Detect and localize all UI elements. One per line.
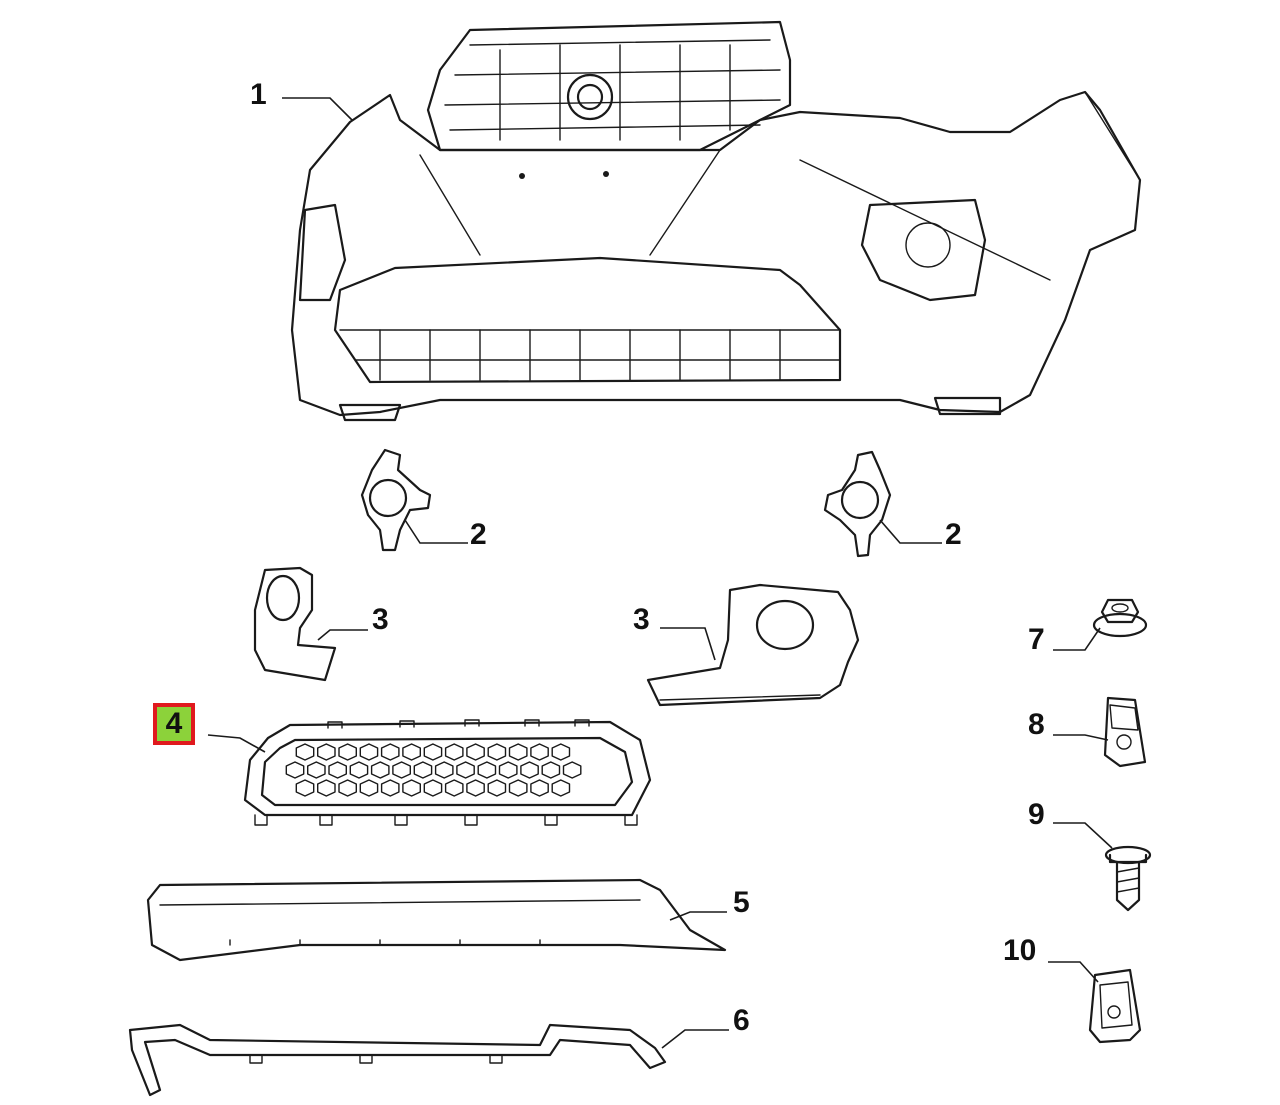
honeycomb-cell xyxy=(551,779,571,797)
callout-1: 1 xyxy=(250,78,267,111)
honeycomb-cell xyxy=(402,779,421,797)
callout-7: 7 xyxy=(1028,623,1045,656)
honeycomb-cell xyxy=(359,743,379,761)
honeycomb-cell xyxy=(541,761,561,779)
honeycomb-cell xyxy=(370,761,390,779)
honeycomb-cell xyxy=(487,779,507,797)
callout-8: 8 xyxy=(1028,708,1045,741)
honeycomb-cell xyxy=(487,743,507,761)
spring-clip[interactable] xyxy=(1088,968,1142,1044)
flange-screw[interactable] xyxy=(1104,845,1152,912)
flange-nut[interactable] xyxy=(1092,598,1148,638)
honeycomb-cell xyxy=(380,743,400,761)
callout-5: 5 xyxy=(733,886,750,919)
honeycomb-cell xyxy=(434,761,454,779)
honeycomb-cell xyxy=(338,779,357,797)
honeycomb-cell xyxy=(307,761,326,779)
front-bumper[interactable] xyxy=(290,20,1142,422)
callout-3-left: 3 xyxy=(372,603,389,636)
honeycomb-cell xyxy=(359,779,379,797)
lower-reinforcement-strip[interactable] xyxy=(128,1023,667,1097)
honeycomb-cell xyxy=(508,743,528,761)
honeycomb-cell xyxy=(508,779,528,797)
honeycomb-cell xyxy=(530,743,549,761)
clip-nut[interactable] xyxy=(1103,696,1147,768)
honeycomb-cell xyxy=(349,761,369,779)
callout-9: 9 xyxy=(1028,798,1045,831)
honeycomb-cell xyxy=(520,761,539,779)
honeycomb-cell xyxy=(413,761,433,779)
callout-2-right: 2 xyxy=(945,518,962,551)
honeycomb-cell xyxy=(338,743,357,761)
honeycomb-cell xyxy=(562,761,582,779)
honeycomb-cell xyxy=(392,761,411,779)
lower-spoiler-trim[interactable] xyxy=(146,878,727,962)
honeycomb-cell xyxy=(380,779,400,797)
honeycomb-cell xyxy=(317,743,336,761)
honeycomb-cell xyxy=(285,761,305,779)
lower-honeycomb-grille[interactable] xyxy=(243,719,652,826)
honeycomb-mesh xyxy=(285,743,582,797)
callout-6: 6 xyxy=(733,1004,750,1037)
honeycomb-cell xyxy=(317,779,336,797)
honeycomb-cell xyxy=(456,761,475,779)
honeycomb-cell xyxy=(402,743,421,761)
callout-3-right: 3 xyxy=(633,603,650,636)
honeycomb-cell xyxy=(295,779,315,797)
honeycomb-cell xyxy=(498,761,518,779)
honeycomb-cell xyxy=(477,761,497,779)
honeycomb-cell xyxy=(423,779,443,797)
honeycomb-cell xyxy=(444,743,464,761)
fog-lamp-bracket-left[interactable] xyxy=(360,448,432,552)
honeycomb-cell xyxy=(551,743,571,761)
honeycomb-cell xyxy=(466,779,485,797)
callout-2-left: 2 xyxy=(470,518,487,551)
honeycomb-cell xyxy=(423,743,443,761)
fog-lamp-bezel-left[interactable] xyxy=(253,566,337,682)
honeycomb-cell xyxy=(530,779,549,797)
fog-lamp-bezel-right[interactable] xyxy=(646,583,860,707)
leader-lines xyxy=(207,97,1113,1049)
callout-4-highlighted: 4 xyxy=(153,703,195,745)
honeycomb-cell xyxy=(328,761,347,779)
fog-lamp-bracket-right[interactable] xyxy=(823,450,892,558)
honeycomb-cell xyxy=(466,743,485,761)
callout-10: 10 xyxy=(1003,934,1037,967)
honeycomb-cell xyxy=(295,743,315,761)
honeycomb-cell xyxy=(444,779,464,797)
